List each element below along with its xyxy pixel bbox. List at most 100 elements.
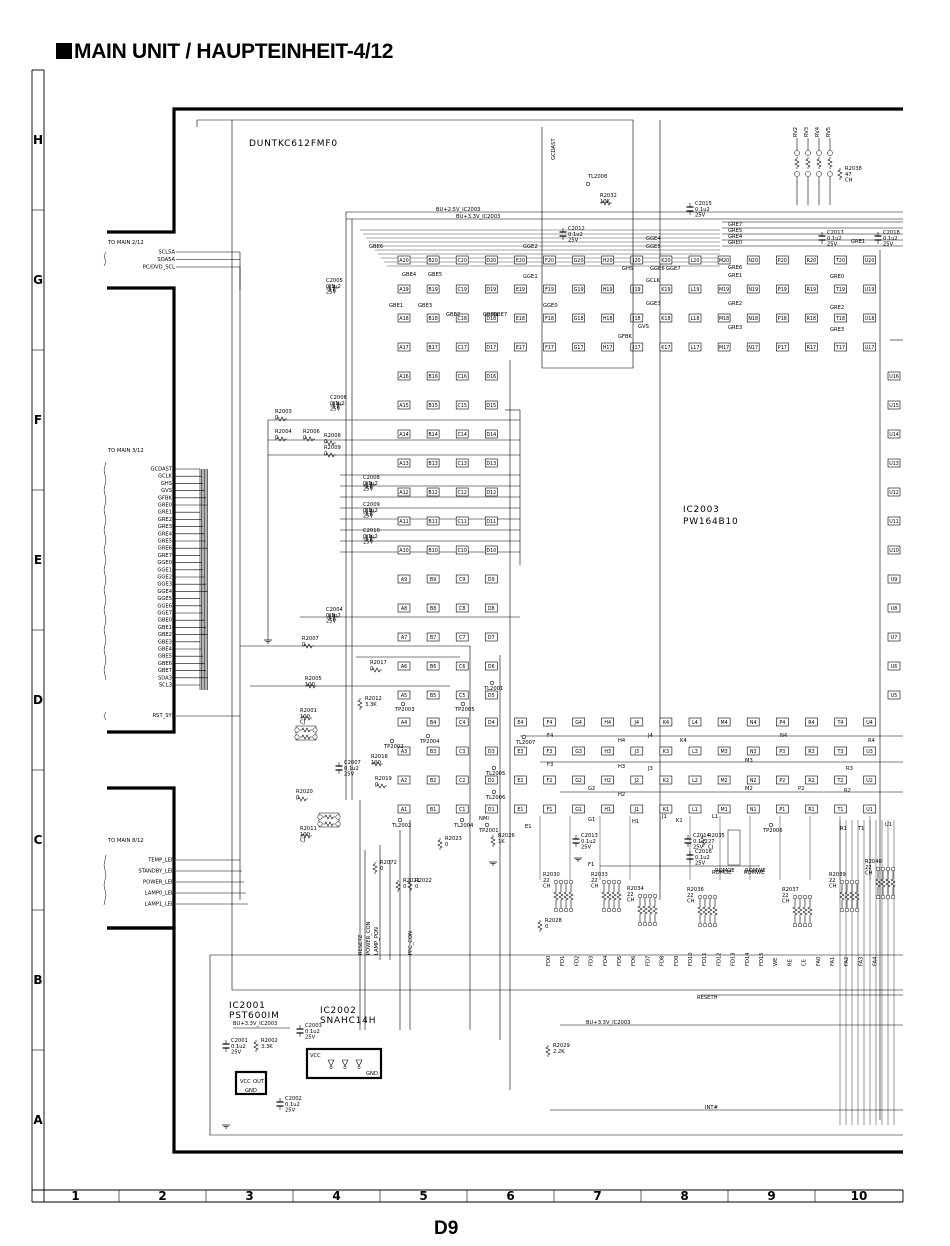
bga-pad (775, 804, 789, 814)
bga-pad-label: M4 (720, 720, 727, 726)
bus-pin-label: FD15 (759, 952, 765, 966)
rnet-pin-icon (642, 893, 648, 899)
resistor-symbol (839, 890, 845, 902)
bga-pad-label: D20 (486, 258, 496, 264)
net-label: GCLK (646, 278, 661, 284)
bga-pad (572, 342, 585, 352)
bga-pad (601, 775, 615, 785)
bga-pad-label: N3 (750, 749, 757, 755)
board-edge (107, 926, 903, 1154)
component-value: 0.1u2 (363, 481, 378, 487)
test-point-icon (491, 765, 497, 771)
net-label: RESETH (697, 995, 718, 1001)
bga-pad-label: P4 (779, 720, 785, 726)
bga-pad (863, 746, 876, 756)
rnet-pin-icon (712, 894, 718, 900)
bga-pad (397, 545, 411, 555)
bga-pad-label: F2 (547, 778, 553, 784)
bga-pad-label: E3 (517, 749, 523, 755)
bga-pad (514, 717, 527, 727)
net-label: GRE2 (830, 305, 844, 311)
rnet-pin-icon (335, 821, 341, 827)
bga-pad-label: E20 (516, 258, 525, 264)
rnet-pin-icon (797, 922, 803, 928)
resistor-symbol (880, 877, 886, 889)
rnet-pin-icon (647, 921, 653, 927)
rnet-pin-icon (802, 922, 808, 928)
connector-signal: RST_SYS (153, 713, 175, 719)
rnet-pin-icon (312, 734, 318, 740)
bga-pad (455, 717, 469, 727)
rnet-pin-icon (702, 922, 708, 928)
component-value: 0 (375, 782, 378, 788)
component-value: 100 (300, 714, 310, 720)
rnet-pin-icon (827, 150, 833, 156)
bga-pad (688, 313, 702, 323)
bga-pad (484, 717, 498, 727)
bga-pad (630, 255, 644, 265)
connector-signal: GBE5 (158, 654, 172, 660)
pin-label: H2 (618, 792, 625, 798)
bga-pad-label: C5 (459, 693, 465, 699)
bga-pad (688, 255, 702, 265)
resistor-symbol (545, 1045, 551, 1057)
bga-pad-label: K2 (663, 778, 669, 784)
bga-pad-label: A10 (399, 548, 408, 554)
net-label: GRE2 (728, 301, 742, 307)
bga-pad-label: U7 (891, 635, 898, 641)
component-value: 0 (302, 642, 305, 648)
bga-pad-label: L3 (692, 749, 698, 755)
net-label: RESETZ (358, 934, 364, 955)
module-outline (196, 119, 634, 369)
bga-pad (484, 690, 498, 700)
bga-pad (630, 775, 644, 785)
pin-label: F1 (588, 862, 594, 868)
connector-signal: GBE6 (158, 661, 172, 667)
bga-pad (688, 804, 702, 814)
bga-pad (805, 255, 818, 265)
bga-pad-label: H3 (604, 749, 611, 755)
bga-pad-label: D9 (488, 577, 495, 583)
component-value: 25V (695, 861, 706, 867)
test-point-label: TL2006 (485, 795, 505, 801)
bga-pad-label: D3 (488, 749, 495, 755)
connector-signal: GRE5 (158, 539, 172, 545)
rnet-pin-icon (294, 734, 300, 740)
rnet-pin-icon (642, 921, 648, 927)
component-value: 25V (693, 845, 704, 851)
bga-pad-label: B4 (430, 720, 436, 726)
component-value: 0 (275, 435, 278, 441)
rnet-pin-icon (637, 921, 643, 927)
component-ref: R2029 (553, 1043, 570, 1049)
bga-pad-label: R2 (808, 778, 814, 784)
bga-pad (688, 775, 702, 785)
bga-pad (455, 574, 469, 584)
bus-net-label: RV5 (826, 127, 832, 137)
bga-pad (717, 313, 731, 323)
bga-pad-label: J2 (634, 778, 639, 784)
bga-pad-label: U3 (866, 749, 873, 755)
bga-pad (834, 746, 847, 756)
net-label: GBE4 (402, 272, 417, 278)
connector-signal: GBE0 (158, 618, 172, 624)
bga-pad (484, 400, 498, 410)
component-ref: C2006 (330, 395, 347, 401)
connector-signal: GRE2 (158, 517, 172, 523)
component-ref: R2020 (296, 789, 313, 795)
resistor-symbol (792, 905, 798, 917)
inverter-gate-icon (341, 1059, 349, 1067)
bga-pad-label: N18 (748, 316, 758, 322)
bga-pad-label: E2 (517, 778, 523, 784)
bga-pad (746, 255, 760, 265)
connector-signal: GBE4 (158, 647, 173, 653)
bga-pad (397, 313, 411, 323)
bga-pad (659, 342, 673, 352)
bga-pad (659, 746, 673, 756)
bga-pad (514, 284, 527, 294)
connector-bracket (103, 461, 107, 681)
bga-pad-label: E4 (517, 720, 523, 726)
ic2003-part: PW164B10 (683, 517, 739, 527)
bga-pad-label: C12 (457, 490, 466, 496)
rnet-pin-icon (558, 879, 564, 885)
